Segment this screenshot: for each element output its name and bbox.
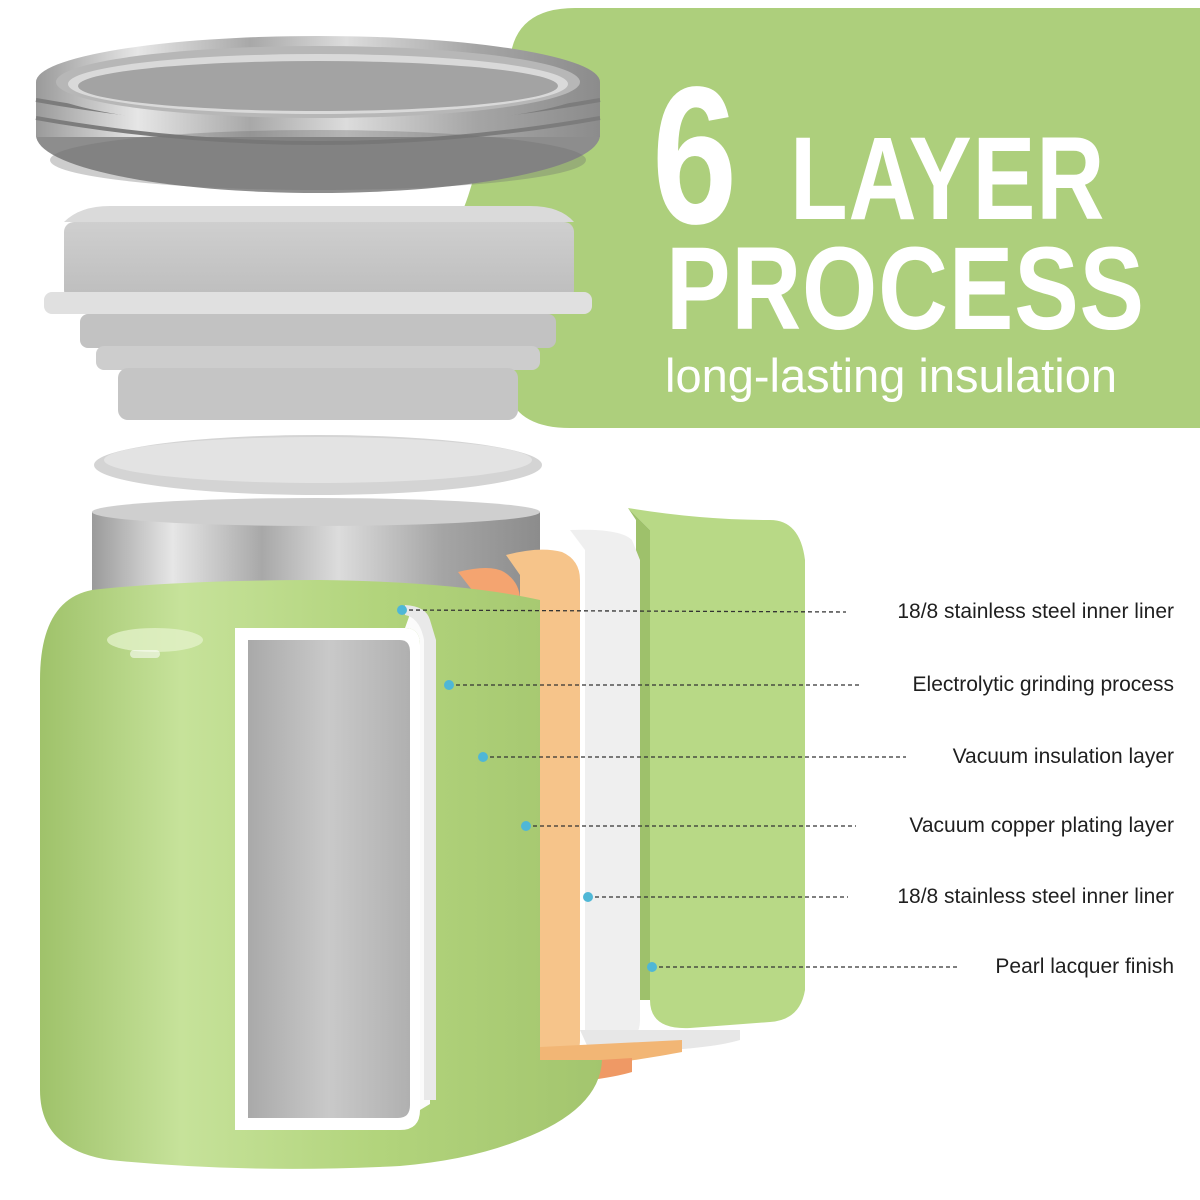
layer-label-3: Vacuum insulation layer: [952, 745, 1174, 768]
headline-number: 6: [652, 46, 737, 265]
layer-label-1: 18/8 stainless steel inner liner: [897, 600, 1174, 623]
headline-word-process: PROCESS: [666, 223, 1145, 355]
headline-subtitle: long-lasting insulation: [665, 349, 1118, 402]
layer-label-5: 18/8 stainless steel inner liner: [897, 885, 1174, 908]
lid: [35, 36, 601, 193]
callout-markers: [397, 605, 657, 972]
layer-label-6: Pearl lacquer finish: [995, 955, 1174, 978]
headline-banner: [430, 8, 1200, 428]
layer-label-4: Vacuum copper plating layer: [909, 814, 1174, 837]
layer-6-pearl-lacquer: [628, 508, 805, 1029]
callout-lines: [401, 609, 960, 968]
layer-label-2: Electrolytic grinding process: [912, 673, 1174, 696]
layer-1-steel-liner: [405, 605, 436, 1100]
headline-word-layer: LAYER: [790, 113, 1106, 245]
inner-plug: [44, 206, 592, 420]
layer-5-steel-liner: [570, 529, 640, 1046]
